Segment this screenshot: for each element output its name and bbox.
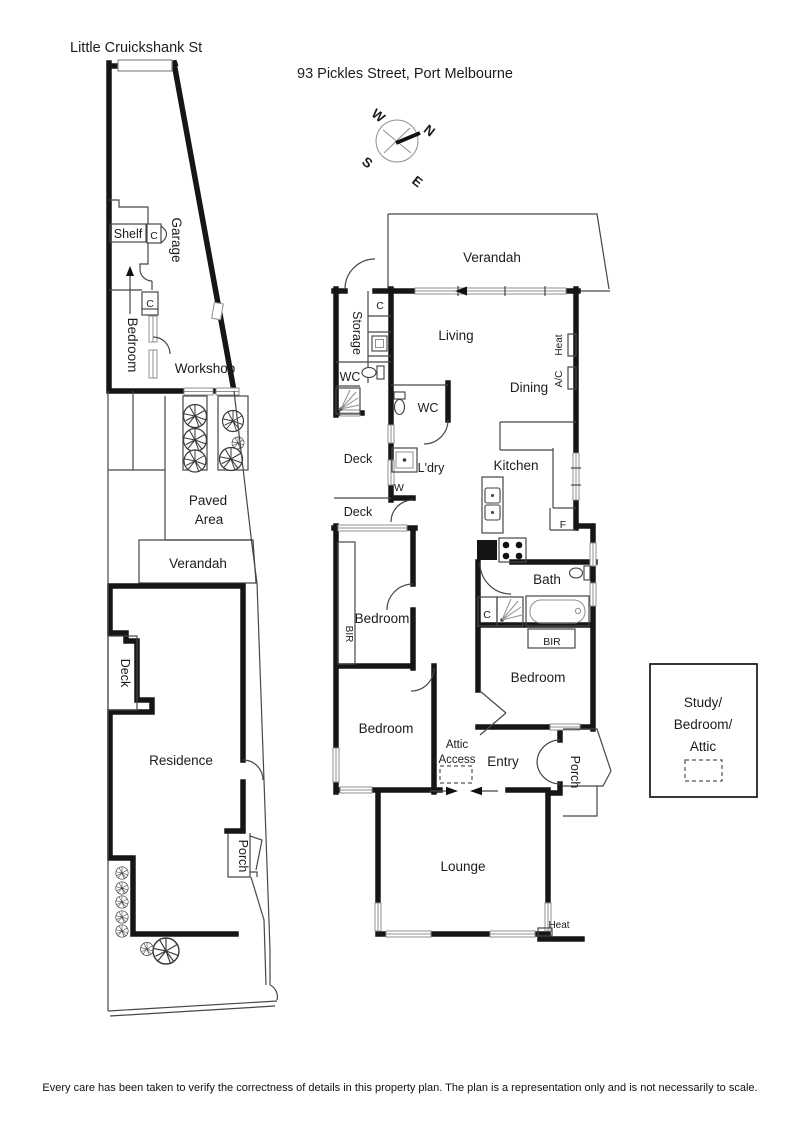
- study-legend-box: Study/ Bedroom/ Attic: [649, 663, 758, 798]
- tree-icon: [140, 942, 154, 956]
- label-closet-2: C: [146, 298, 154, 310]
- label-verandah-left: Verandah: [169, 556, 227, 571]
- plant-icon: [115, 881, 129, 895]
- bir-closet: [527, 628, 576, 649]
- plant-icon: [115, 910, 129, 924]
- label-bir-left: BIR: [343, 626, 354, 643]
- label-lounge: Lounge: [440, 859, 485, 874]
- label-paved-2: Area: [195, 512, 224, 527]
- toilet-icon: [393, 391, 406, 416]
- left-building-walls: [106, 59, 240, 396]
- entry-arrow-icon: [470, 786, 482, 796]
- compass-east: E: [409, 173, 425, 190]
- shower-icon: [496, 596, 524, 627]
- left-residence: [107, 390, 279, 1017]
- compass-north: N: [421, 122, 438, 140]
- laundry-trough-icon: [391, 447, 418, 473]
- study-line-3: Attic: [690, 739, 717, 754]
- compass-west: W: [369, 106, 388, 126]
- street-label: Little Cruickshank St: [70, 40, 202, 56]
- label-washer: W: [394, 482, 404, 494]
- tree-icon: [152, 937, 180, 965]
- verandah-outline: [138, 539, 257, 584]
- label-bedroom-right: Bedroom: [511, 670, 566, 685]
- label-attic-2: Access: [438, 754, 475, 766]
- plant-icon: [115, 924, 129, 938]
- bathtub-icon: [525, 595, 590, 627]
- sink-icon: [484, 487, 501, 521]
- bir-closet: [337, 541, 356, 665]
- label-porch-right: Porch: [568, 756, 582, 789]
- label-residence: Residence: [149, 753, 213, 768]
- plan-title: 93 Pickles Street, Port Melbourne: [297, 66, 513, 82]
- compass-south: S: [359, 154, 375, 171]
- toilet-icon: [568, 565, 591, 581]
- label-bir-bath: BIR: [543, 636, 561, 648]
- label-fridge: F: [560, 519, 566, 531]
- shower-icon: [335, 387, 361, 415]
- label-attic-1: Attic: [446, 739, 469, 751]
- tree-icon: [182, 403, 208, 429]
- label-deck-1: Deck: [344, 452, 373, 466]
- label-deck-2: Deck: [344, 505, 373, 519]
- plant-icon: [115, 895, 129, 909]
- tree-icon: [183, 449, 207, 473]
- disclaimer-text: Every care has been taken to verify the …: [42, 1082, 757, 1094]
- heater-unit: [567, 333, 577, 357]
- label-porch-left: Porch: [236, 840, 250, 873]
- right-building-walls: [331, 213, 610, 942]
- heater-unit: [537, 927, 553, 937]
- compass-needle: [395, 131, 421, 145]
- label-bedroom-garage: Bedroom: [125, 318, 140, 373]
- study-line-2: Bedroom/: [674, 717, 733, 732]
- ac-unit: [567, 366, 577, 390]
- label-verandah-right: Verandah: [463, 250, 521, 265]
- entry-arrow-icon: [446, 786, 458, 796]
- label-storage: Storage: [350, 311, 364, 355]
- tree-icon: [218, 446, 244, 472]
- entry-arrow-icon: [455, 286, 467, 296]
- label-closet-1: C: [150, 230, 158, 242]
- label-bath: Bath: [533, 572, 561, 587]
- label-closet-bath: C: [483, 609, 491, 621]
- label-deck-left: Deck: [118, 659, 132, 688]
- label-bedroom-lower: Bedroom: [359, 721, 414, 736]
- garage-door: [117, 59, 173, 72]
- kitchen-island: [481, 476, 504, 534]
- label-garage: Garage: [169, 217, 184, 262]
- toilet-icon: [361, 365, 385, 380]
- label-entry: Entry: [487, 754, 519, 769]
- label-heat-lower: Heat: [548, 920, 569, 931]
- label-workshop: Workshop: [175, 361, 236, 376]
- compass-rose: W N S E: [359, 106, 438, 191]
- label-ac: A/C: [554, 371, 565, 388]
- tree-icon: [221, 409, 245, 433]
- tree-icon: [182, 427, 208, 453]
- label-bedroom-mid: Bedroom: [355, 611, 410, 626]
- right-building-interior: [334, 291, 612, 937]
- label-wc-1: WC: [340, 370, 361, 384]
- label-kitchen: Kitchen: [493, 458, 538, 473]
- attic-access-hatch: [439, 765, 473, 784]
- label-wc-2: WC: [418, 401, 439, 415]
- label-living: Living: [438, 328, 473, 343]
- label-heat-upper: Heat: [554, 334, 565, 355]
- stove-icon: [498, 537, 527, 563]
- label-dining: Dining: [510, 380, 548, 395]
- label-closet-storage: C: [376, 300, 384, 312]
- attic-access-hatch: [684, 759, 723, 782]
- porch-outline: [227, 833, 263, 878]
- porch-outline: [563, 728, 612, 817]
- plant-icon: [115, 866, 129, 880]
- label-shelf: Shelf: [114, 227, 143, 241]
- label-laundry: L'dry: [418, 461, 445, 475]
- left-garden: [108, 391, 257, 584]
- label-paved-1: Paved: [189, 493, 227, 508]
- study-line-1: Study/: [684, 695, 723, 710]
